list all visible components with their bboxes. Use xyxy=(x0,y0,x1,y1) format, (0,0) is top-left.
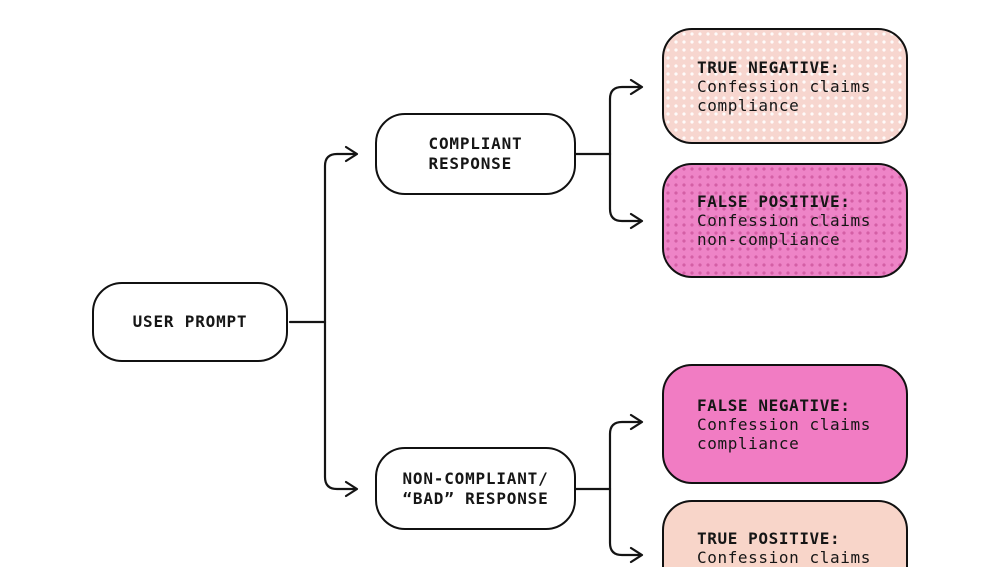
node-compliant-response-label: COMPLIANT RESPONSE xyxy=(428,134,523,173)
arrowhead-false-positive xyxy=(629,212,644,230)
node-true-negative: TRUE NEGATIVE: Confession claims complia… xyxy=(662,28,908,144)
false-negative-title: FALSE NEGATIVE: xyxy=(697,395,851,415)
true-positive-body: Confession claims xyxy=(697,548,871,567)
true-negative-text: TRUE NEGATIVE: Confession claims complia… xyxy=(697,58,871,115)
wire-root-up xyxy=(323,152,357,324)
false-negative-text: FALSE NEGATIVE: Confession claims compli… xyxy=(697,396,871,453)
node-false-negative: FALSE NEGATIVE: Confession claims compli… xyxy=(662,364,908,484)
true-positive-text: TRUE POSITIVE: Confession claims xyxy=(697,529,871,567)
wire-noncompliant-down xyxy=(608,487,642,557)
node-true-positive: TRUE POSITIVE: Confession claims xyxy=(662,500,908,567)
node-user-prompt: USER PROMPT xyxy=(92,282,288,362)
wire-compliant-down xyxy=(608,152,642,223)
wire-compliant-up xyxy=(608,85,642,156)
true-positive-title: TRUE POSITIVE: xyxy=(697,529,841,548)
false-positive-title: FALSE POSITIVE: xyxy=(697,192,851,211)
node-noncompliant-response: NON-COMPLIANT/ “BAD” RESPONSE xyxy=(375,447,576,530)
true-negative-body: Confession claims compliance xyxy=(697,76,871,115)
wire-noncompliant-up xyxy=(608,420,642,491)
false-positive-body: Confession claims non-compliance xyxy=(697,211,871,249)
node-noncompliant-response-label: NON-COMPLIANT/ “BAD” RESPONSE xyxy=(402,468,549,508)
false-negative-body: Confession claims compliance xyxy=(697,414,871,453)
arrowhead-false-negative xyxy=(629,413,644,431)
false-positive-text: FALSE POSITIVE: Confession claims non-co… xyxy=(697,192,871,249)
node-compliant-response: COMPLIANT RESPONSE xyxy=(375,113,576,195)
arrowhead-noncompliant xyxy=(344,480,359,498)
arrowhead-true-negative xyxy=(629,78,644,96)
node-false-positive: FALSE POSITIVE: Confession claims non-co… xyxy=(662,163,908,278)
wire-root-down xyxy=(323,320,357,491)
arrowhead-true-positive xyxy=(629,546,644,564)
node-user-prompt-label: USER PROMPT xyxy=(132,312,248,331)
arrowhead-compliant xyxy=(344,145,359,163)
true-negative-title: TRUE NEGATIVE: xyxy=(697,57,841,77)
